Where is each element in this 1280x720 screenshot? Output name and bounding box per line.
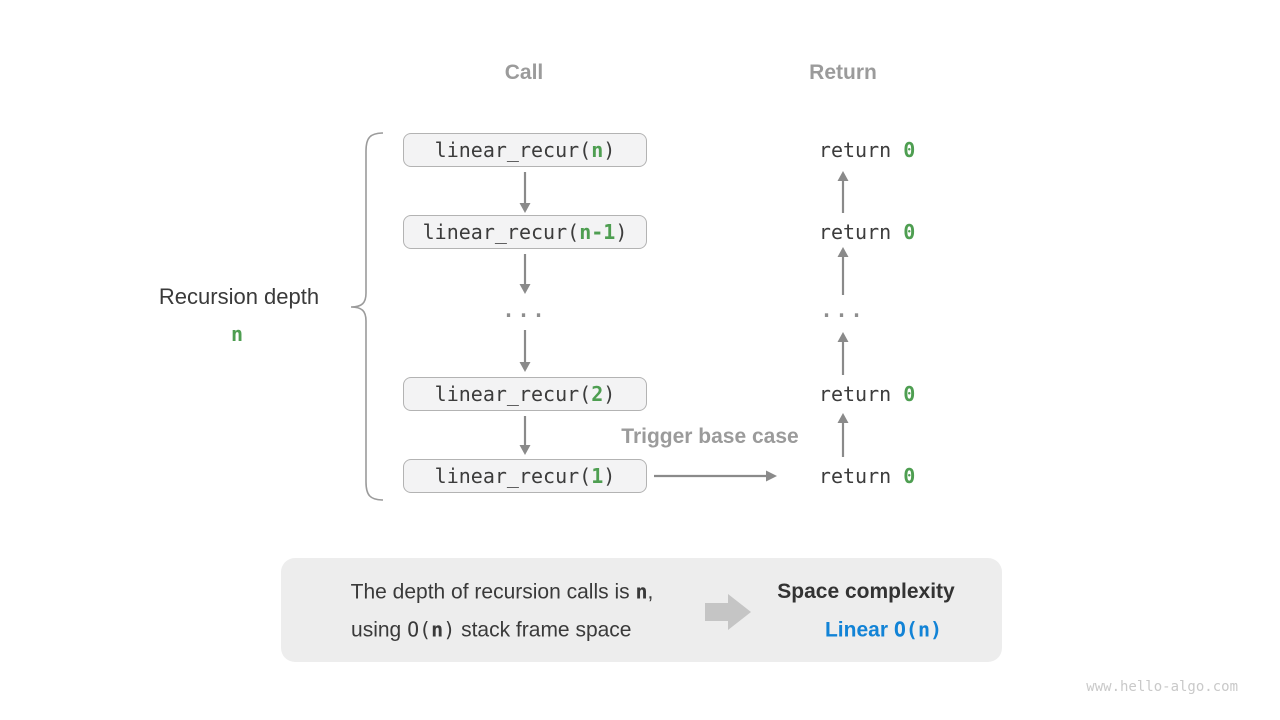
summary-text: The depth of recursion calls is: [350, 580, 636, 604]
code-arg: 1: [591, 464, 604, 488]
code-arg: n: [591, 138, 604, 162]
summary-line-1: The depth of recursion calls is n,: [316, 556, 654, 629]
call-arrow-down-1: [519, 172, 531, 213]
recursion-depth-label: Recursion depth: [158, 284, 320, 309]
summary-panel: The depth of recursion calls is n, using…: [281, 558, 1002, 662]
big-o-close: ): [929, 617, 943, 642]
code-prefix: linear_recur(: [434, 382, 592, 406]
return-keyword: return: [818, 464, 904, 488]
code-suffix: ): [603, 138, 616, 162]
big-o-open: O(: [893, 617, 918, 642]
big-o-open: O(: [407, 617, 432, 642]
watermark: www.hello-algo.com: [1086, 679, 1238, 695]
code-arg: 2: [591, 382, 604, 406]
return-row: return 0: [771, 358, 916, 430]
call-column-header: Call: [504, 61, 544, 84]
call-box-linear-recur-1: linear_recur(1): [403, 459, 647, 493]
complexity-class-label: Linear: [824, 618, 894, 642]
code-arg: n-1: [579, 220, 616, 244]
summary-var-n: n: [635, 579, 648, 604]
return-value: 0: [903, 464, 916, 488]
big-o-close: ): [443, 617, 456, 642]
space-complexity-value: Linear O(n): [790, 594, 942, 667]
return-value: 0: [903, 138, 916, 162]
return-row: return 0: [771, 114, 916, 186]
complexity-var-n: n: [917, 617, 930, 642]
recursion-depth-value: n: [230, 322, 244, 346]
code-prefix: linear_recur(: [434, 464, 592, 488]
return-row: return 0: [771, 196, 916, 268]
return-row: return 0: [771, 440, 916, 512]
summary-text: ,: [647, 580, 654, 604]
space-complexity-title: Space complexity: [777, 580, 955, 603]
call-box-linear-recur-2: linear_recur(2): [403, 377, 647, 411]
base-case-arrow-right: [654, 470, 777, 482]
return-value: 0: [903, 220, 916, 244]
return-column-ellipsis: ...: [820, 298, 866, 322]
code-suffix: ): [603, 464, 616, 488]
depth-brace: [350, 132, 384, 501]
return-value: 0: [903, 382, 916, 406]
return-keyword: return: [818, 382, 904, 406]
summary-text: stack frame space: [455, 618, 632, 642]
code-prefix: linear_recur(: [434, 138, 592, 162]
call-arrow-down-4: [519, 416, 531, 455]
call-arrow-down-3: [519, 330, 531, 372]
summary-text: using: [351, 618, 408, 642]
summary-line-2: using O(n) stack frame space: [316, 594, 631, 667]
call-box-linear-recur-n: linear_recur(n): [403, 133, 647, 167]
code-suffix: ): [603, 382, 616, 406]
call-arrow-down-2: [519, 254, 531, 294]
return-keyword: return: [818, 138, 904, 162]
code-prefix: linear_recur(: [422, 220, 580, 244]
call-box-linear-recur-n-1: linear_recur(n-1): [403, 215, 647, 249]
call-column-ellipsis: ...: [502, 298, 548, 322]
trigger-base-case-label: Trigger base case: [621, 425, 799, 448]
return-keyword: return: [818, 220, 904, 244]
code-suffix: ): [615, 220, 628, 244]
return-column-header: Return: [809, 61, 877, 84]
summary-var-n: n: [431, 617, 444, 642]
